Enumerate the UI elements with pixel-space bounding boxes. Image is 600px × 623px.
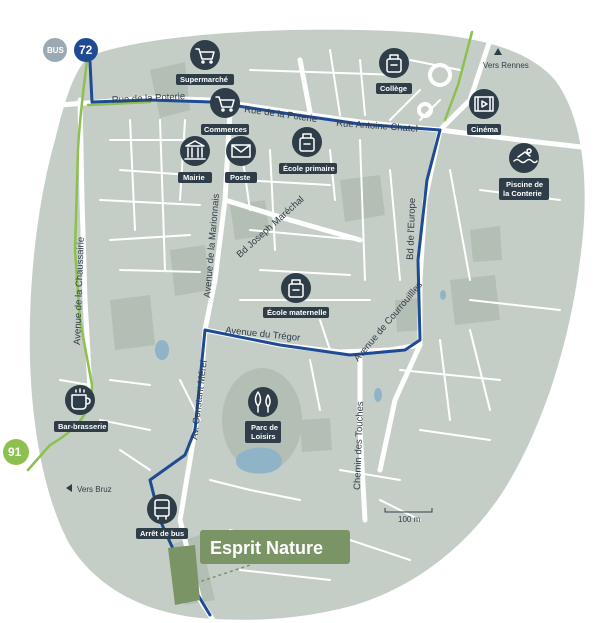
water-bodies — [155, 290, 446, 474]
bus-line-91-badge[interactable]: 91 — [3, 439, 29, 465]
svg-text:École primaire: École primaire — [283, 164, 335, 173]
brand-text: Esprit Nature — [210, 538, 323, 558]
cart-icon — [195, 48, 215, 64]
bus-icon — [154, 499, 170, 520]
poi-poste[interactable]: Poste — [225, 136, 257, 183]
svg-text:Cinéma: Cinéma — [471, 125, 499, 134]
svg-text:Loisirs: Loisirs — [251, 432, 276, 441]
arrow-up-icon — [494, 48, 502, 55]
svg-text:72: 72 — [79, 43, 93, 57]
svg-text:Collège: Collège — [380, 84, 407, 93]
backpack-icon — [288, 279, 304, 298]
coffee-cup-icon — [71, 388, 91, 410]
svg-text:BUS: BUS — [47, 46, 65, 55]
poi-commerces[interactable]: Commerces — [201, 88, 249, 135]
land-area — [29, 29, 585, 620]
poi-mairie[interactable]: Mairie — [178, 136, 212, 183]
tree-icon — [254, 391, 271, 413]
direction-bruz: Vers Bruz — [66, 484, 112, 494]
street-label-poterie-1: Rue de la Poterie — [112, 91, 186, 106]
poi-arret-de-bus[interactable]: Arrêt de bus — [136, 494, 188, 539]
poi-ecole-maternelle[interactable]: École maternelle — [263, 273, 329, 318]
street-label-europe: Bd de l'Europe — [405, 198, 418, 260]
street-label-chaussairie: Avenue de la Chaussairie — [72, 237, 87, 345]
svg-text:91: 91 — [8, 445, 22, 459]
town-hall-icon — [184, 140, 206, 160]
film-icon — [474, 96, 494, 112]
street-label-touches: Chemin des Touches — [352, 401, 366, 490]
poi-parc-de-loisirs[interactable]: Parc de Loisirs — [245, 387, 281, 443]
brand-connector — [189, 564, 251, 586]
svg-text:Supermarché: Supermarché — [180, 75, 228, 84]
scale-bar: 100 m — [384, 508, 433, 524]
svg-text:Commerces: Commerces — [204, 125, 247, 134]
svg-text:Vers Rennes: Vers Rennes — [483, 61, 529, 70]
arrow-left-icon — [66, 484, 72, 492]
svg-text:100 m: 100 m — [398, 515, 421, 524]
bus-badge: BUS — [43, 38, 67, 62]
direction-rennes: Vers Rennes — [483, 48, 529, 70]
poi-cinema[interactable]: Cinéma — [467, 89, 501, 135]
svg-text:École maternelle: École maternelle — [267, 308, 327, 317]
backpack-icon — [386, 54, 402, 73]
poi-ecole-primaire[interactable]: École primaire — [279, 127, 337, 174]
backpack-icon — [299, 133, 315, 152]
svg-text:Bar-brasserie: Bar-brasserie — [58, 422, 106, 431]
svg-text:Vers Bruz: Vers Bruz — [77, 485, 112, 494]
svg-text:la Conterie: la Conterie — [503, 189, 542, 198]
brand-label: Esprit Nature — [200, 530, 350, 564]
bus-line-72-badge[interactable]: 72 — [74, 38, 98, 62]
brand-site-marker — [168, 545, 200, 605]
swimmer-icon — [513, 148, 538, 164]
poi-bar-brasserie[interactable]: Bar-brasserie — [54, 385, 108, 432]
svg-text:Mairie: Mairie — [183, 173, 205, 182]
envelope-icon — [231, 144, 251, 158]
svg-text:Arrêt de bus: Arrêt de bus — [140, 529, 184, 538]
cart-icon — [215, 96, 235, 112]
poi-supermarche[interactable]: Supermarché — [176, 40, 234, 85]
poi-piscine[interactable]: Piscine de la Conterie — [499, 143, 549, 200]
poi-college[interactable]: Collège — [376, 48, 412, 94]
svg-text:Piscine de: Piscine de — [506, 180, 543, 189]
roundabouts — [417, 63, 452, 118]
svg-text:Parc de: Parc de — [251, 423, 278, 432]
svg-text:Poste: Poste — [230, 173, 250, 182]
park-area — [222, 368, 302, 472]
